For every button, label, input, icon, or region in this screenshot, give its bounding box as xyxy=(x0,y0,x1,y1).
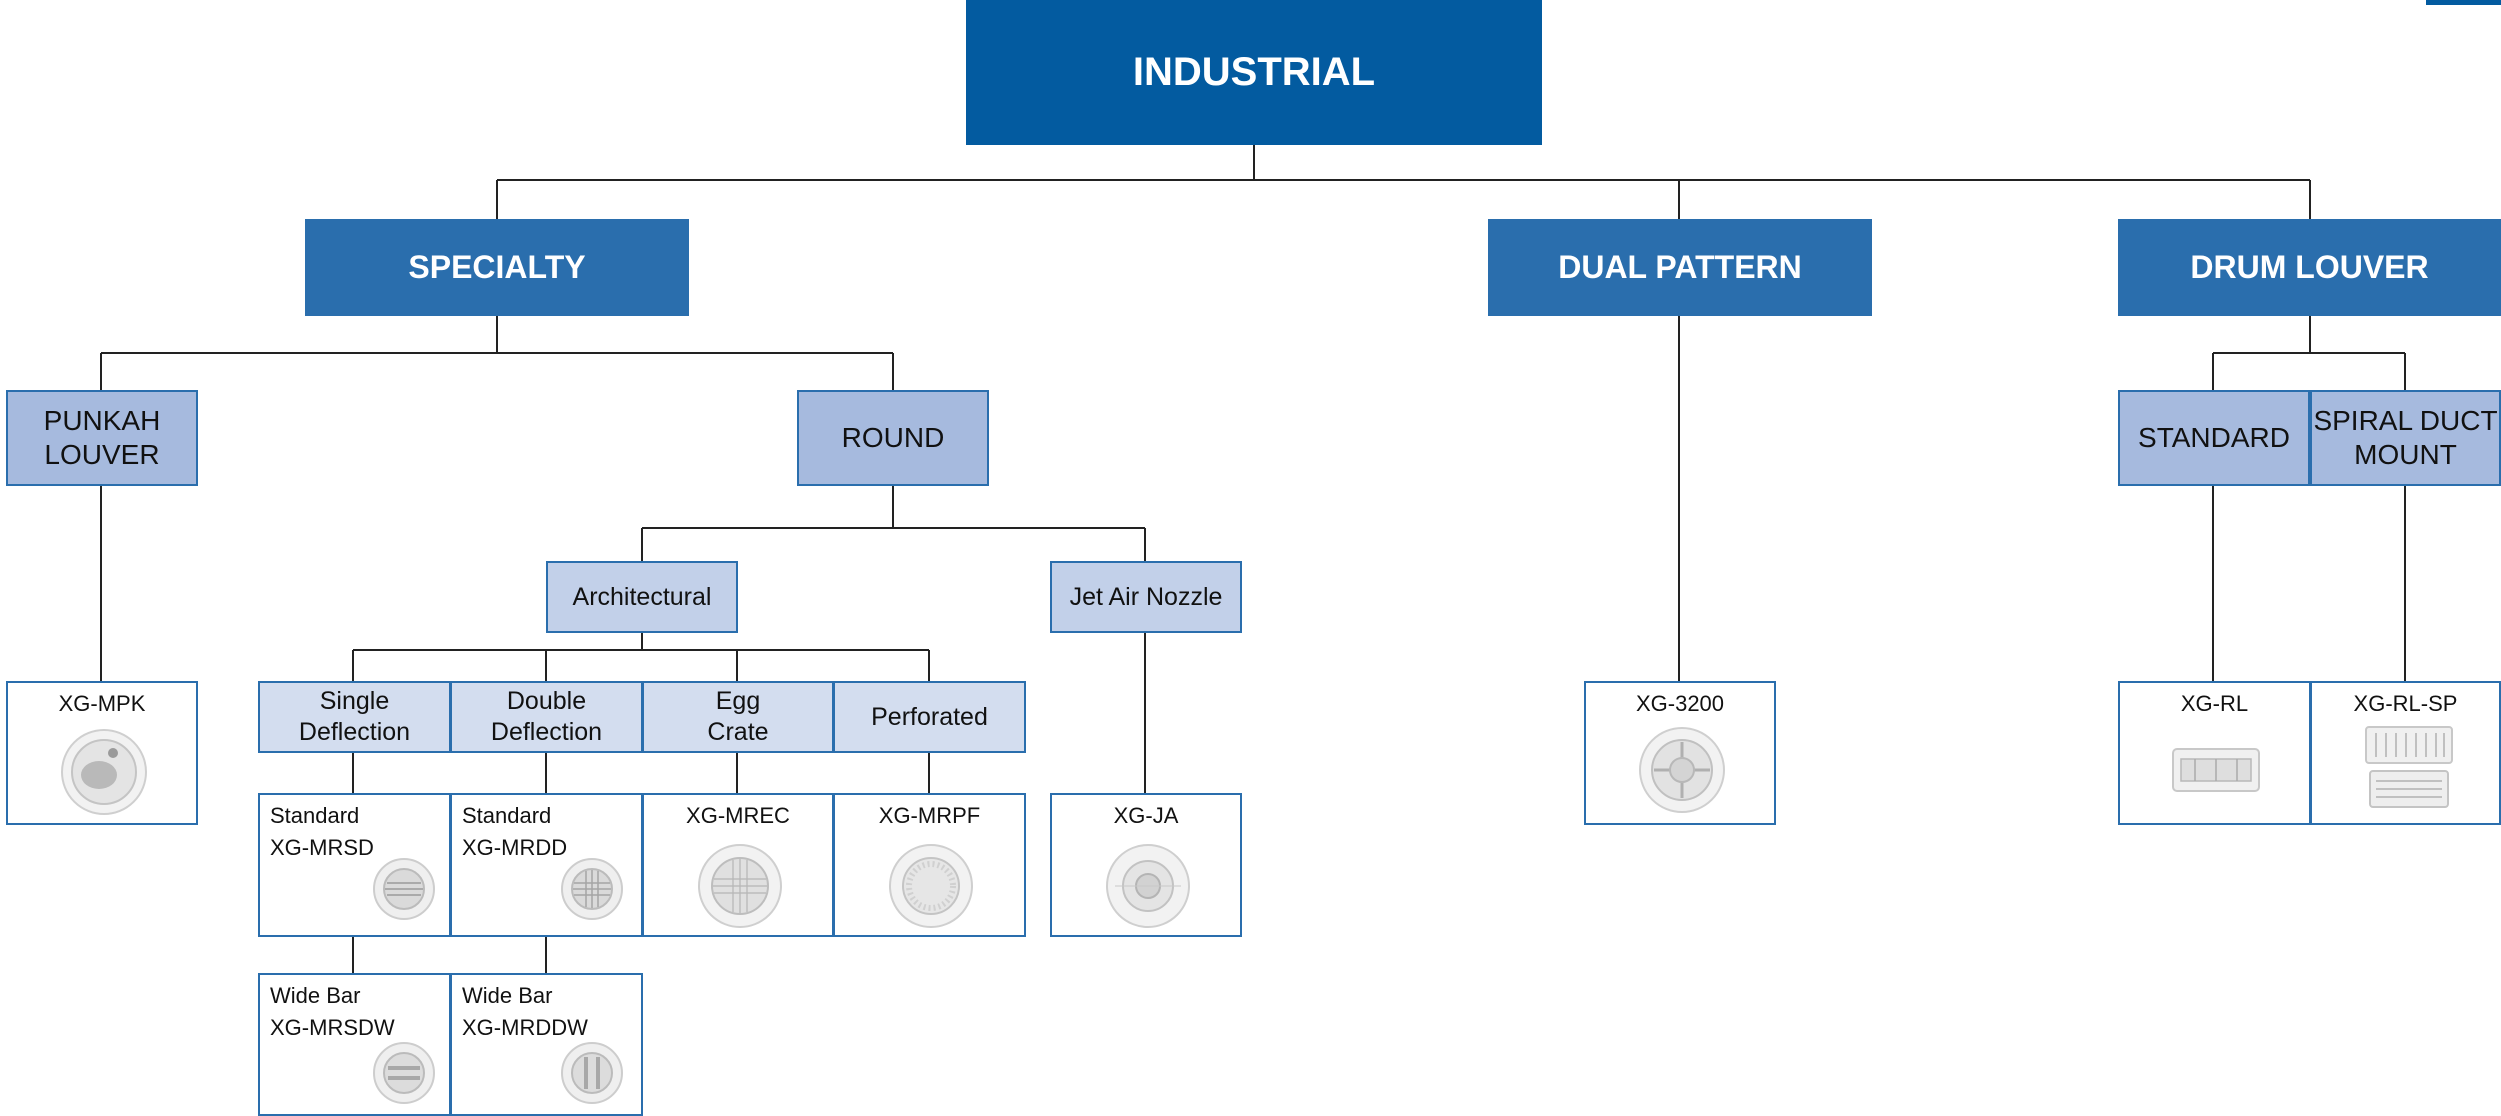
node-drum-louver[interactable]: DRUM LOUVER xyxy=(2118,219,2501,316)
xg-mpk-code: XG-MPK xyxy=(58,691,146,716)
node-jet-air-nozzle[interactable]: Jet Air Nozzle xyxy=(1050,561,1242,633)
product-xg-mrsd[interactable]: Standard XG-MRSD xyxy=(258,793,451,937)
node-dual-pattern[interactable]: DUAL PATTERN xyxy=(1488,219,1872,316)
xg-mrdd-code: XG-MRDD xyxy=(462,835,568,860)
xg-mrddw-type: Wide Bar xyxy=(462,983,553,1008)
perforated-image xyxy=(889,844,973,928)
product-xg-3200[interactable]: XG-3200 xyxy=(1584,681,1776,825)
node-punkah-louver[interactable]: PUNKAH LOUVER xyxy=(6,390,198,486)
jet-air-nozzle-image xyxy=(1106,844,1190,928)
drum-louver-label: DRUM LOUVER xyxy=(2190,249,2429,285)
xg-mrpf-code: XG-MRPF xyxy=(878,803,981,828)
spiral-duct-mount-image xyxy=(2365,726,2453,808)
single-deflection-image xyxy=(373,858,435,920)
node-perforated[interactable]: Perforated xyxy=(833,681,1026,753)
xg-mrsd-code: XG-MRSD xyxy=(270,835,374,860)
dual-pattern-label: DUAL PATTERN xyxy=(1558,249,1802,285)
perforated-label: Perforated xyxy=(871,702,988,731)
root-node[interactable]: INDUSTRIAL xyxy=(966,0,1542,145)
egg-crate-image xyxy=(698,844,782,928)
punkah-louver-image xyxy=(61,729,147,815)
product-xg-mrsdw[interactable]: Wide Bar XG-MRSDW xyxy=(258,973,451,1116)
spiral-label-line1: SPIRAL DUCT xyxy=(2313,405,2498,436)
node-single-deflection[interactable]: Single Deflection xyxy=(258,681,451,753)
architectural-label: Architectural xyxy=(572,582,712,611)
punkah-label-line1: PUNKAH xyxy=(43,405,161,436)
product-xg-mrec[interactable]: XG-MREC xyxy=(642,793,834,937)
product-xg-mrddw[interactable]: Wide Bar XG-MRDDW xyxy=(450,973,643,1116)
xg-mrdd-type: Standard xyxy=(462,803,552,828)
jet-air-nozzle-label: Jet Air Nozzle xyxy=(1069,582,1223,611)
single-label-line2: Deflection xyxy=(298,718,411,746)
drum-louver-standard-image xyxy=(2172,748,2260,792)
xg-mrec-code: XG-MREC xyxy=(686,803,790,828)
double-deflection-image xyxy=(561,858,623,920)
xg-ja-code: XG-JA xyxy=(1113,803,1179,828)
xg-3200-code: XG-3200 xyxy=(1635,691,1725,716)
spiral-label-line2: MOUNT xyxy=(2354,439,2457,470)
node-egg-crate[interactable]: Egg Crate xyxy=(642,681,834,753)
corner-accent xyxy=(2426,0,2501,5)
standard-label: STANDARD xyxy=(2138,422,2290,453)
egg-label-line1: Egg xyxy=(715,687,761,715)
node-round[interactable]: ROUND xyxy=(797,390,989,486)
egg-label-line2: Crate xyxy=(707,718,769,746)
xg-rl-sp-code: XG-RL-SP xyxy=(2353,691,2458,716)
product-xg-rl[interactable]: XG-RL xyxy=(2118,681,2311,825)
node-standard[interactable]: STANDARD xyxy=(2118,390,2310,486)
node-specialty[interactable]: SPECIALTY xyxy=(305,219,689,316)
round-label: ROUND xyxy=(841,422,945,453)
xg-mrsdw-code: XG-MRSDW xyxy=(270,1015,395,1040)
node-architectural[interactable]: Architectural xyxy=(546,561,738,633)
double-label-line2: Deflection xyxy=(490,718,603,746)
double-wide-bar-image xyxy=(561,1042,623,1104)
single-label-line1: Single xyxy=(319,687,390,715)
node-double-deflection[interactable]: Double Deflection xyxy=(450,681,643,753)
xg-rl-code: XG-RL xyxy=(2180,691,2249,716)
product-xg-mrdd[interactable]: Standard XG-MRDD xyxy=(450,793,643,937)
xg-mrsdw-type: Wide Bar xyxy=(270,983,361,1008)
xg-mrddw-code: XG-MRDDW xyxy=(462,1015,588,1040)
xg-mrsd-type: Standard xyxy=(270,803,360,828)
single-wide-bar-image xyxy=(373,1042,435,1104)
specialty-label: SPECIALTY xyxy=(408,249,586,285)
product-xg-mpk[interactable]: XG-MPK xyxy=(6,681,198,825)
dual-pattern-image xyxy=(1639,727,1725,813)
product-xg-mrpf[interactable]: XG-MRPF xyxy=(833,793,1026,937)
root-label: INDUSTRIAL xyxy=(1132,50,1376,94)
double-label-line1: Double xyxy=(506,687,587,715)
product-xg-rl-sp[interactable]: XG-RL-SP xyxy=(2310,681,2501,825)
product-xg-ja[interactable]: XG-JA xyxy=(1050,793,1242,937)
node-spiral-duct-mount[interactable]: SPIRAL DUCT MOUNT xyxy=(2310,390,2501,486)
punkah-label-line2: LOUVER xyxy=(44,439,160,470)
